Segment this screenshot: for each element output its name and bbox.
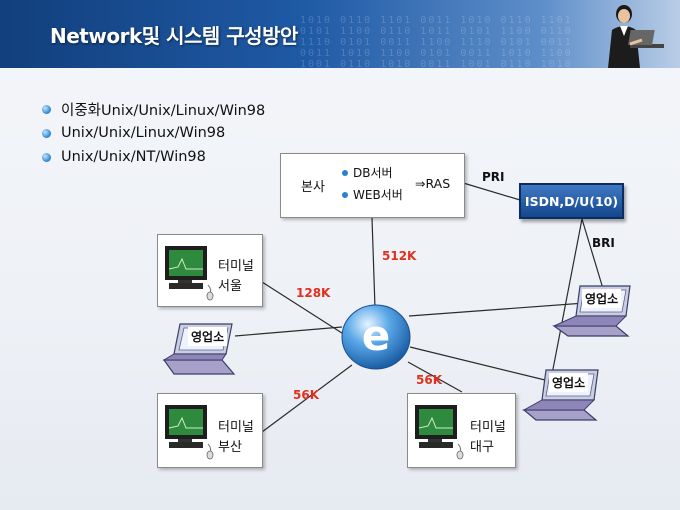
seoul-speed-label: 128K (296, 286, 331, 300)
terminal-daegu-line2: 대구 (470, 440, 494, 455)
person-at-laptop-icon (608, 5, 664, 68)
ras-label: ⇒RAS (415, 176, 451, 191)
office-right-top-label: 영업소 (582, 289, 622, 308)
link-hub-seoul (261, 281, 346, 336)
link-hub-office-bottom (409, 346, 546, 381)
terminal-seoul-line2: 서울 (218, 279, 242, 294)
link-hub-daegu (407, 361, 463, 393)
terminal-monitor-icon (165, 246, 214, 301)
terminal-seoul-box: 터미널 서울 (157, 234, 263, 307)
terminal-monitor-icon (415, 405, 464, 460)
page-title: Network및 시스템 구성방안 (50, 24, 298, 48)
link-hub-office-left (234, 326, 343, 337)
internet-explorer-hub-icon: e (341, 304, 411, 370)
busan-speed-label: 56K (293, 388, 319, 402)
link-hub-busan (261, 364, 353, 433)
link-hub-office-top (408, 302, 586, 317)
bullet-icon (342, 170, 348, 176)
terminal-busan-line2: 부산 (218, 440, 242, 455)
list-item: Unix/Unix/NT/Win98 (42, 145, 265, 169)
hq-box: 본사 DB서버 WEB서버 ⇒RAS (280, 153, 465, 218)
hq-label: 본사 (301, 180, 325, 195)
bri-label: BRI (592, 236, 615, 250)
link-isdn-office-bottom (547, 218, 583, 396)
link-hq-isdn (459, 181, 521, 201)
office-right-bottom-label: 영업소 (549, 373, 589, 392)
hq-item-web-server: WEB서버 (353, 188, 403, 202)
svg-text:e: e (362, 311, 391, 360)
header-banner: 1010 0110 1101 0011 1010 0110 1101 0101 … (0, 0, 680, 68)
link-isdn-office-top (581, 218, 605, 293)
terminal-busan-box: 터미널 부산 (157, 393, 263, 468)
bullet-icon (42, 152, 51, 162)
terminal-daegu-box: 터미널 대구 (407, 393, 516, 468)
link-hq-hub (371, 217, 376, 309)
bullet-icon (42, 104, 51, 114)
list-item: 이중화Unix/Unix/Linux/Win98 (42, 97, 265, 121)
office-left-label: 영업소 (188, 327, 228, 346)
hq-item-db-server: DB서버 (353, 166, 393, 180)
hq-speed-label: 512K (382, 249, 417, 263)
daegu-speed-label: 56K (416, 373, 442, 387)
pri-label: PRI (482, 170, 505, 184)
requirements-list: 이중화Unix/Unix/Linux/Win98 Unix/Unix/Linux… (42, 97, 265, 169)
isdn-box: ISDN,D/U(10) (519, 183, 624, 219)
bullet-icon (42, 128, 51, 138)
terminal-monitor-icon (165, 405, 214, 460)
terminal-daegu-line1: 터미널 (470, 420, 506, 435)
binary-pattern-decoration: 1010 0110 1101 0011 1010 0110 1101 0101 … (300, 15, 573, 68)
list-item: Unix/Unix/Linux/Win98 (42, 121, 265, 145)
bullet-icon (342, 192, 348, 198)
terminal-busan-line1: 터미널 (218, 420, 254, 435)
terminal-seoul-line1: 터미널 (218, 259, 254, 274)
